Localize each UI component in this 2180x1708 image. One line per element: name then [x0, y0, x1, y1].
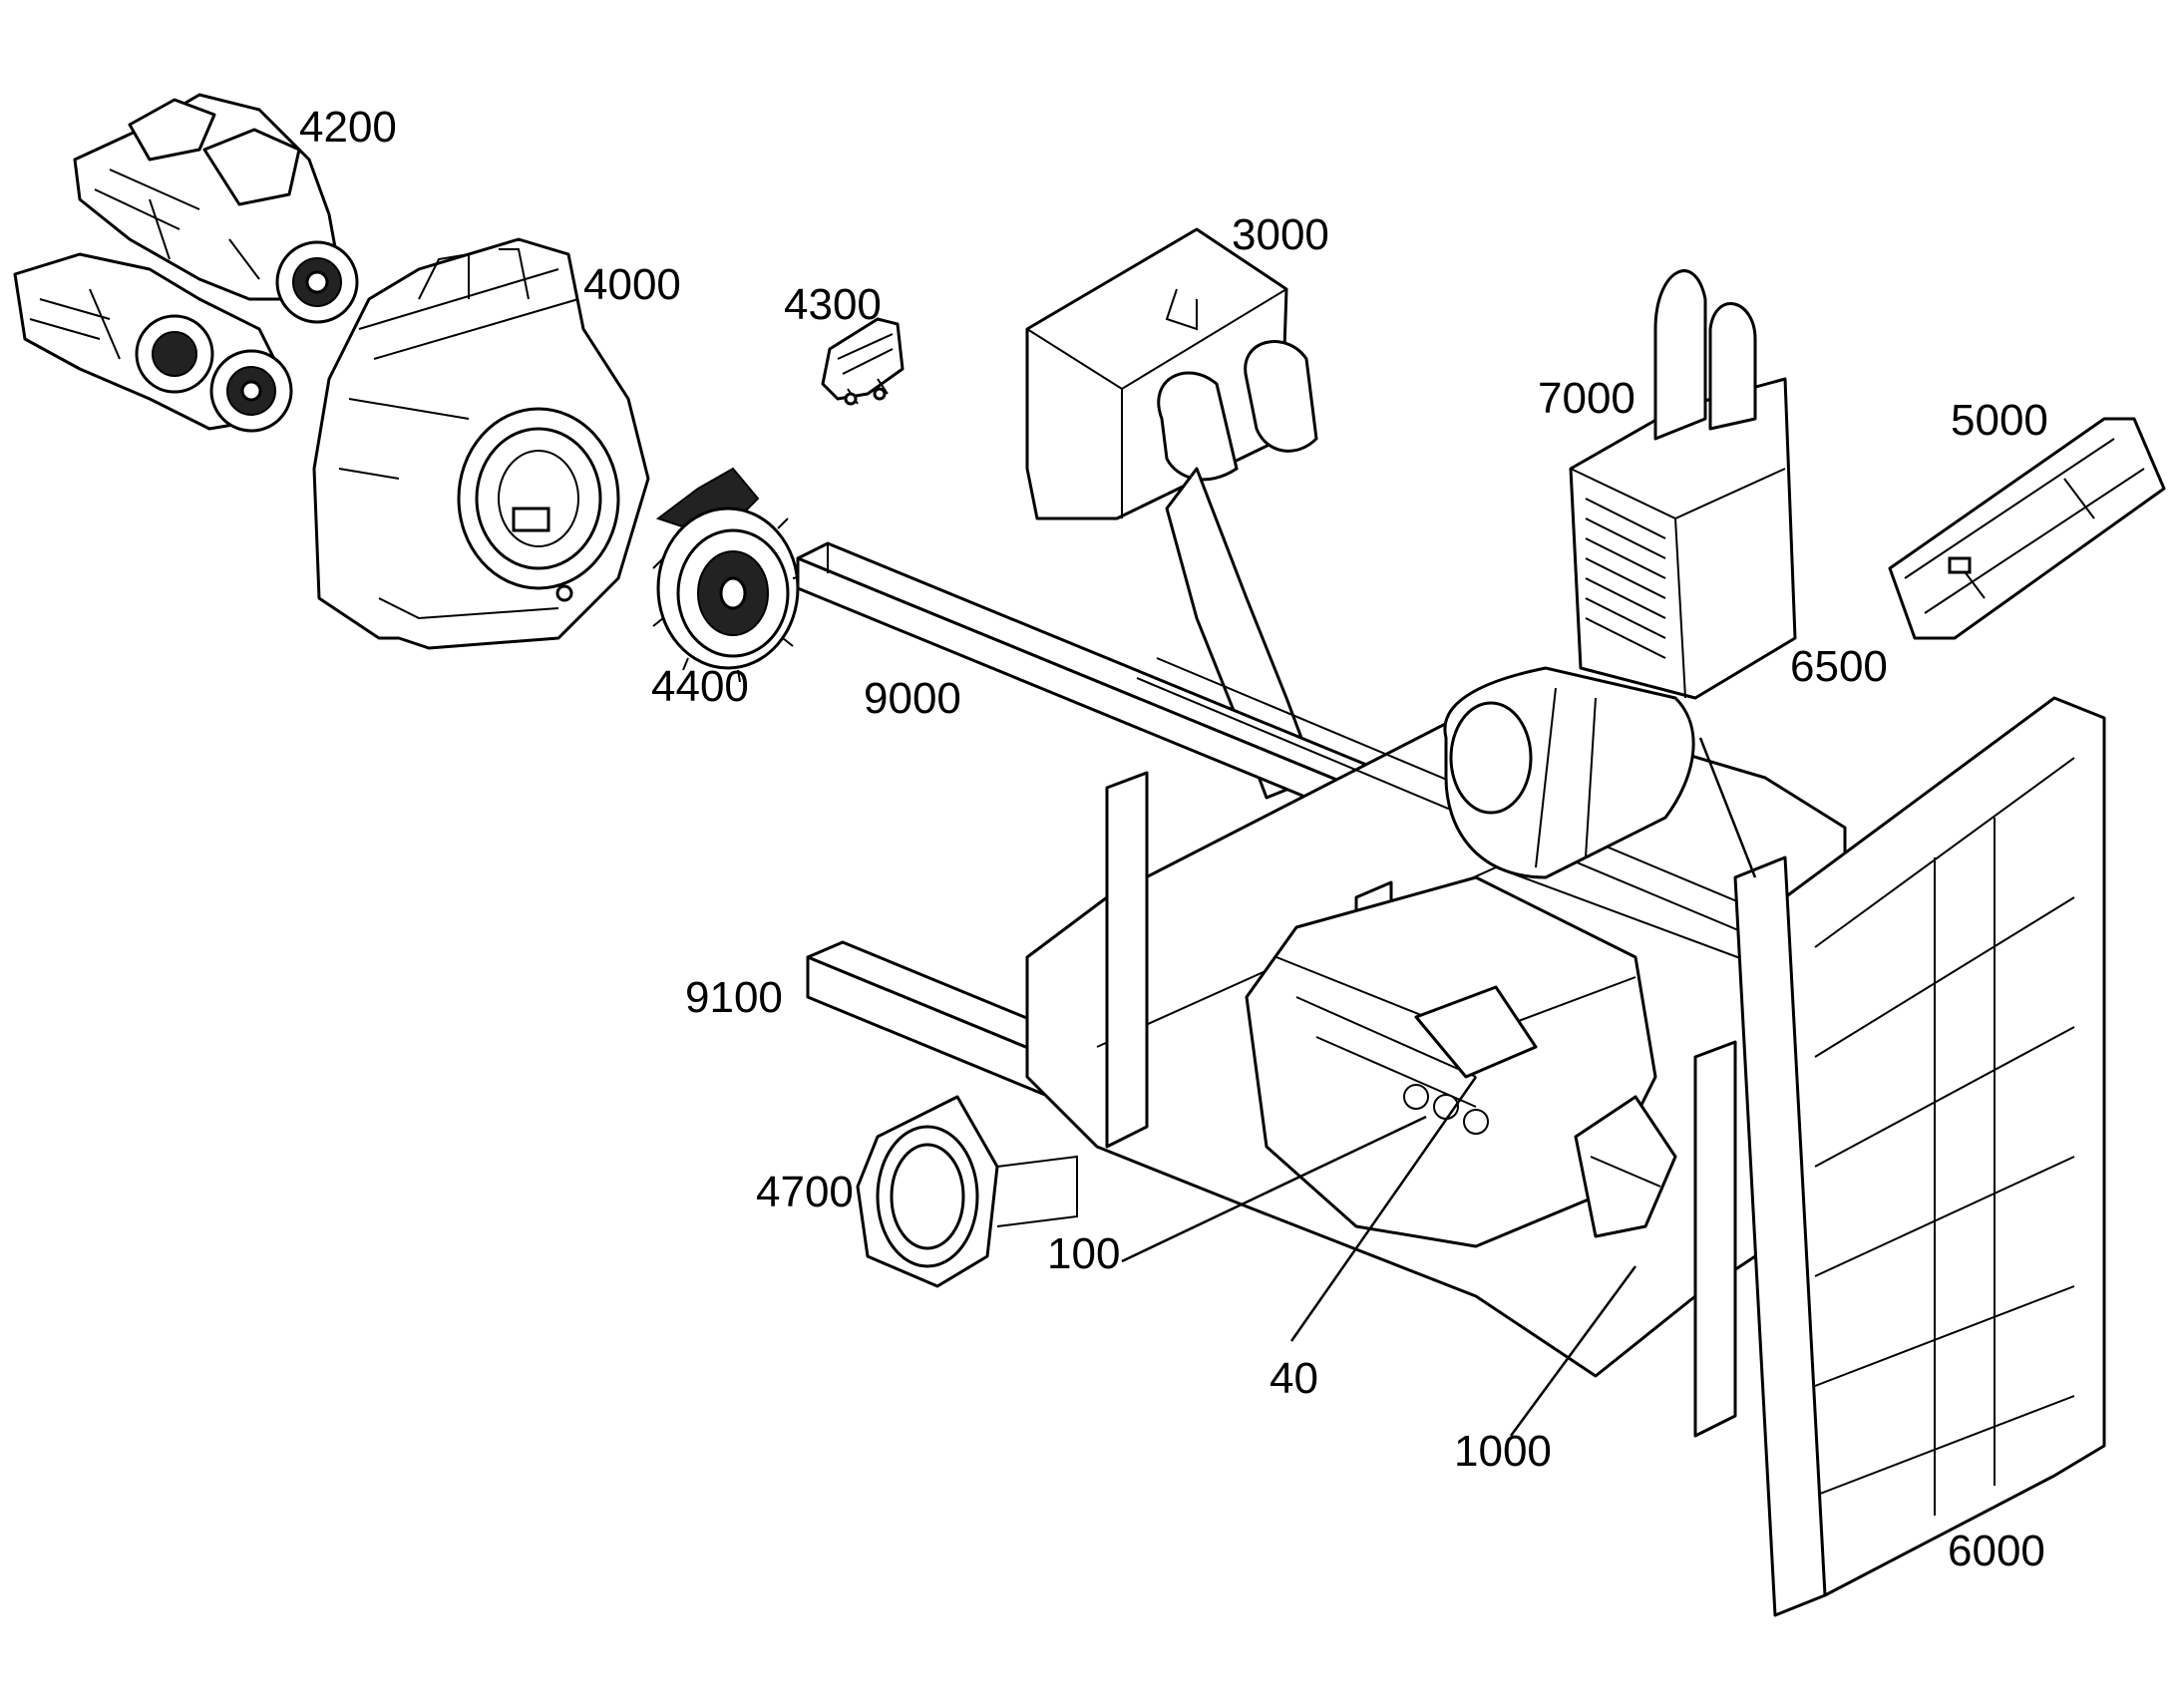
part-5000-side-panel[interactable] [1888, 417, 2166, 640]
part-4300-bracket[interactable] [821, 317, 905, 406]
callout-4400: 4400 [651, 662, 749, 711]
part-1000-component[interactable] [1574, 1095, 1677, 1238]
callout-4300: 4300 [784, 280, 882, 329]
leader-lines [1121, 737, 1757, 1437]
callout-40: 40 [1270, 1354, 1318, 1403]
callout-9100: 9100 [685, 973, 783, 1022]
part-4700-axle-hub[interactable] [856, 1095, 1078, 1288]
callout-labels: 4200 4000 3000 4300 7000 5000 4400 9000 … [299, 103, 2048, 1575]
callout-6500: 6500 [1790, 642, 1888, 691]
part-6000-radiator[interactable] [1733, 696, 2106, 1617]
part-4000-gearbox-housing[interactable] [312, 237, 650, 650]
callout-1000: 1000 [1454, 1427, 1552, 1476]
part-3000-air-intake[interactable] [1025, 227, 1318, 800]
part-40-engine-mount[interactable] [1414, 985, 1538, 1079]
part-4200-pump-assembly[interactable] [13, 93, 359, 433]
part-6500-muffler[interactable] [1443, 666, 1695, 879]
callout-5000: 5000 [1951, 396, 2048, 445]
callout-4700: 4700 [756, 1168, 854, 1216]
callout-6000: 6000 [1948, 1527, 2045, 1575]
callout-4200: 4200 [299, 103, 397, 152]
callout-3000: 3000 [1232, 210, 1329, 259]
callout-4000: 4000 [583, 260, 681, 309]
callout-9000: 9000 [864, 674, 961, 723]
callout-100: 100 [1047, 1229, 1120, 1278]
part-4400-sprocket[interactable] [652, 467, 805, 683]
part-7000-exhaust-stack[interactable] [1569, 269, 1797, 700]
callout-7000: 7000 [1538, 374, 1635, 423]
